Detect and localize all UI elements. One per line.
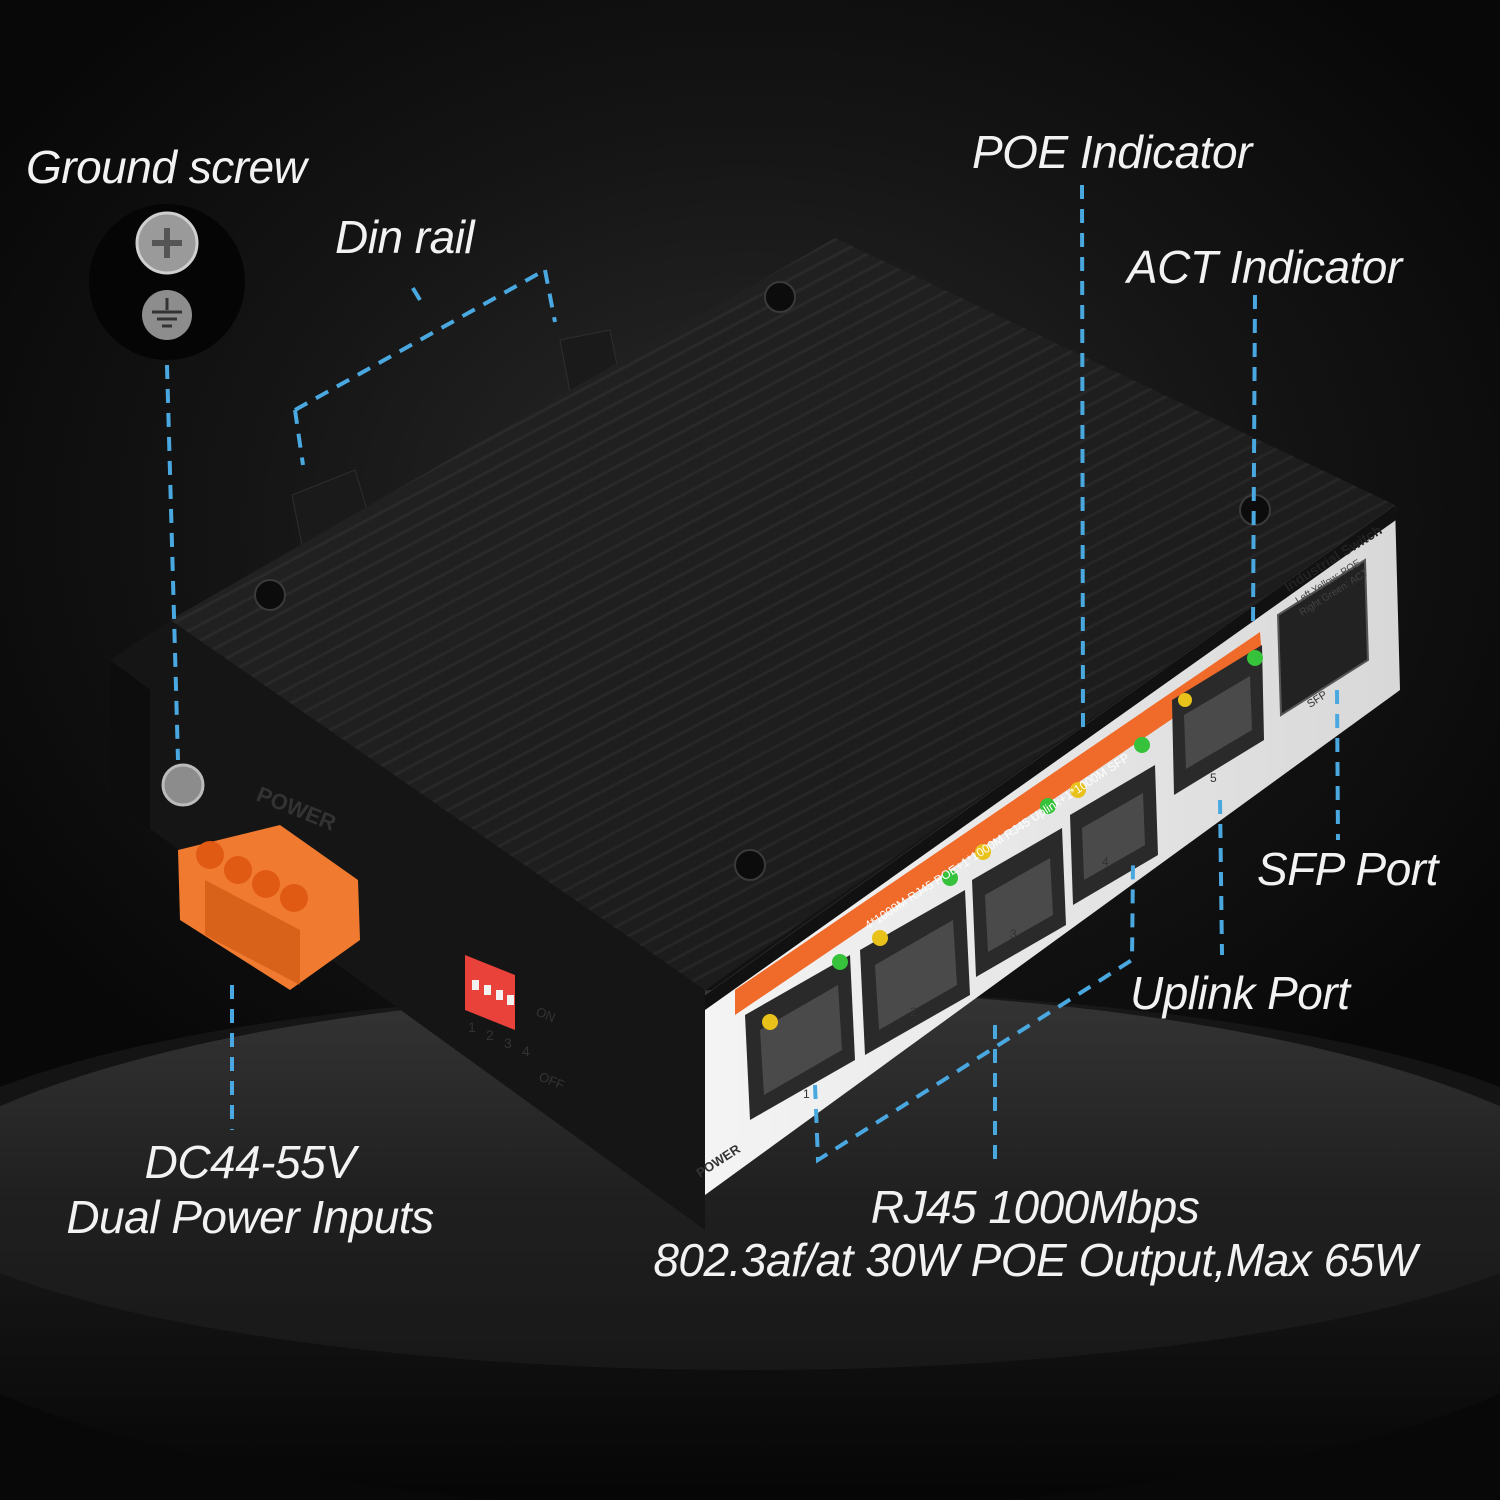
port-1 xyxy=(745,954,855,1120)
din-rail-label: Din rail xyxy=(335,211,475,263)
dip-on-label: ON xyxy=(534,1004,558,1025)
port-number-4: 4 xyxy=(1102,855,1109,869)
switch-left-side xyxy=(110,620,705,1230)
podium xyxy=(0,990,1500,1500)
port-3 xyxy=(972,798,1066,977)
power-terminal xyxy=(178,825,360,990)
port-number-1: 1 xyxy=(803,1087,810,1101)
act-indicator-label: ACT Indicator xyxy=(1127,241,1402,293)
sfp-port xyxy=(1276,558,1370,717)
dip-number-1: 1 xyxy=(468,1019,476,1035)
ground-screw-label: Ground screw xyxy=(26,141,307,193)
poe-indicator-label: POE Indicator xyxy=(972,126,1252,178)
power-input-label-line1: DC44-55V xyxy=(144,1136,356,1188)
port-number-5: 5 xyxy=(1210,771,1217,785)
ground-symbol-icon xyxy=(142,290,192,340)
port-2 xyxy=(860,870,970,1055)
ground-screw-inset xyxy=(89,204,245,360)
port-5 xyxy=(1172,645,1264,795)
dip-number-3: 3 xyxy=(504,1035,512,1051)
port-number-2: 2 xyxy=(910,1005,917,1019)
rj45-label-line2: 802.3af/at 30W POE Output,Max 65W xyxy=(653,1234,1417,1286)
callout-lines xyxy=(165,184,1340,1165)
port-number-3: 3 xyxy=(1010,927,1017,941)
power-input-label-line2: Dual Power Inputs xyxy=(66,1191,434,1243)
dip-number-4: 4 xyxy=(522,1043,530,1059)
dip-number-2: 2 xyxy=(486,1027,494,1043)
orange-strip xyxy=(735,632,1262,1015)
dip-switch xyxy=(465,955,515,1030)
sfp-port-label: SFP Port xyxy=(1257,843,1438,895)
port-4 xyxy=(1070,737,1158,905)
rj45-ports xyxy=(745,645,1264,1120)
uplink-port-label: Uplink Port xyxy=(1130,967,1350,1019)
rj45-label-line1: RJ45 1000Mbps xyxy=(870,1181,1200,1233)
